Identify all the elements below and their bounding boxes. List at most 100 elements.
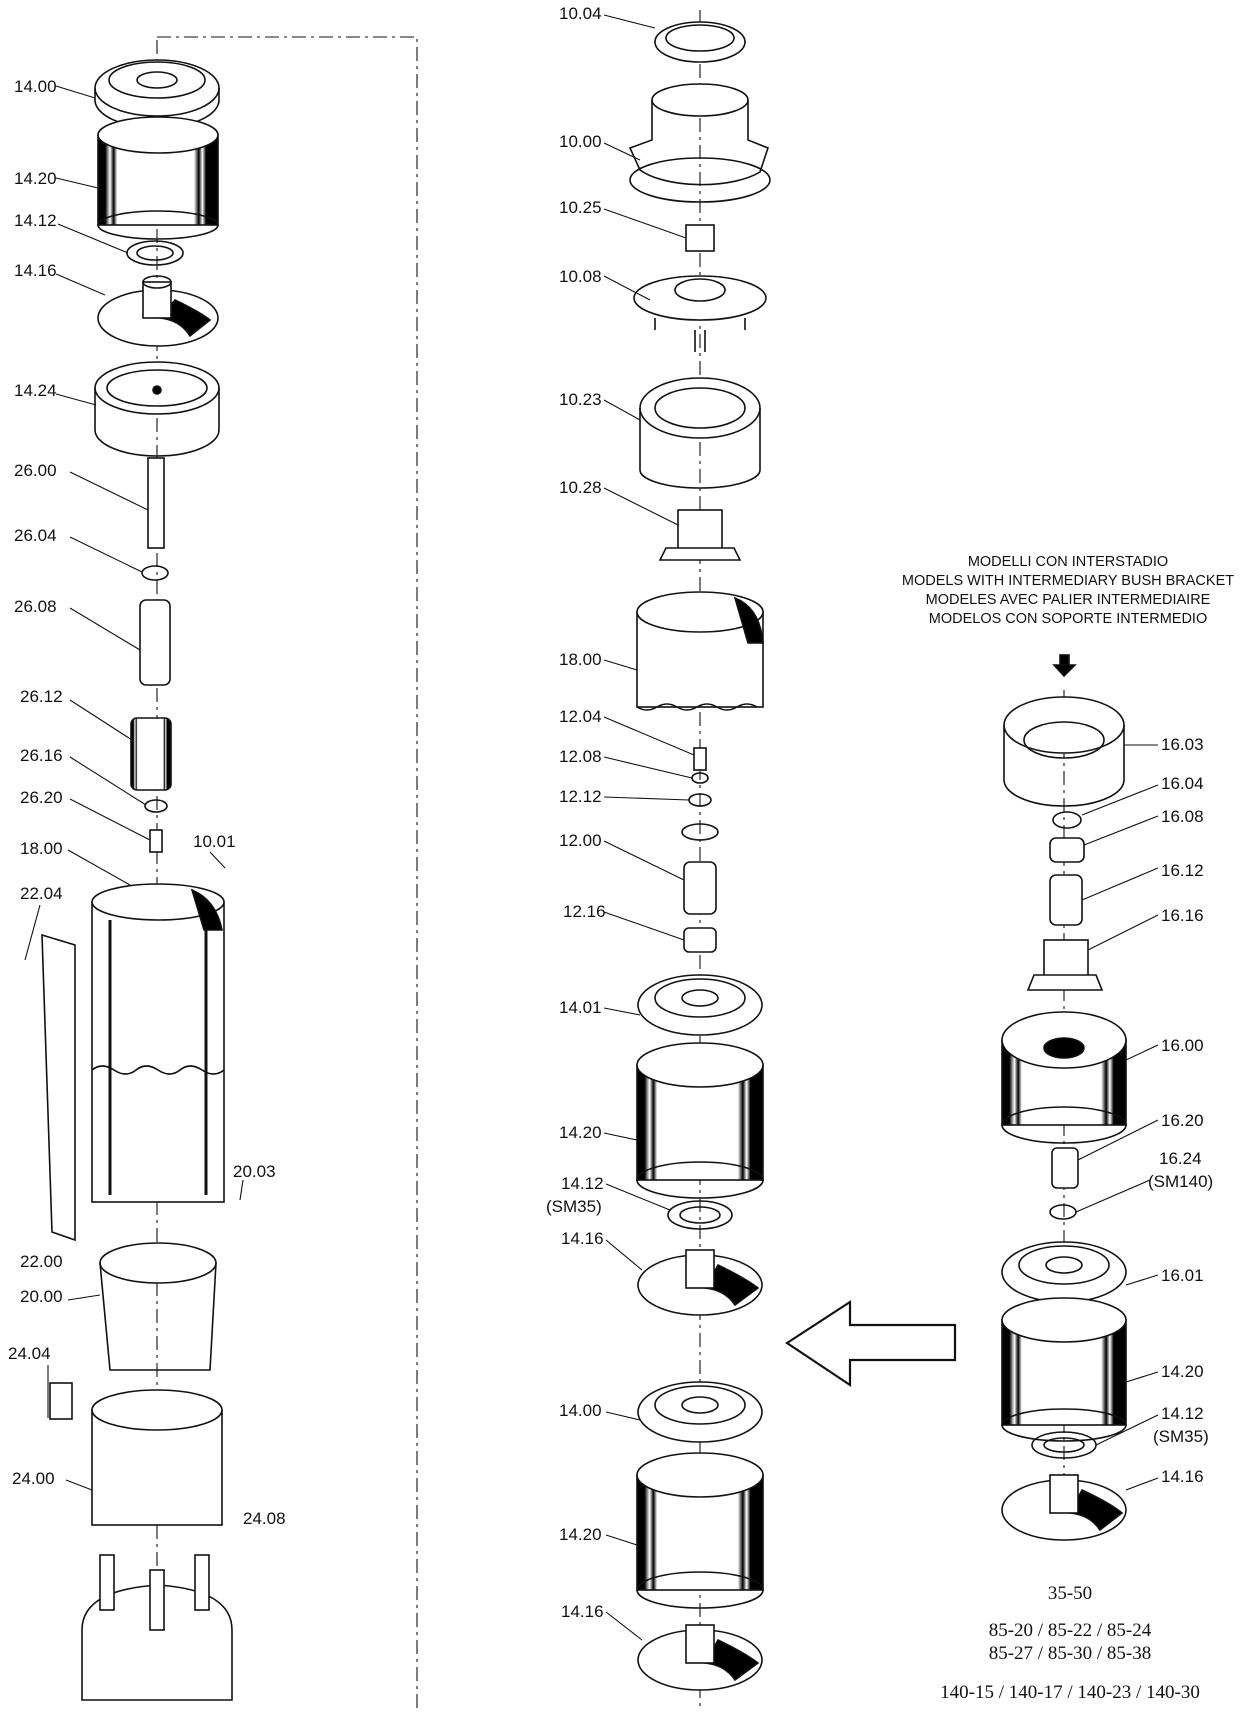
left-diffuser-14-00 [94,59,220,129]
right-bracket-16-03 [1003,696,1125,807]
left-ring-14-12 [126,240,184,266]
label-24-04: 24.04 [8,1344,51,1363]
right-bracket-16-00 [1001,1011,1127,1144]
label-16-00: 16.00 [1161,1036,1204,1055]
right-washer-16-24 [1049,1204,1077,1220]
right-impeller-14-16 [1001,1474,1127,1541]
middle-head-10-00 [628,83,771,203]
left-washer-26-04 [141,565,169,581]
header-line-en: MODELS WITH INTERMEDIARY BUSH BRACKET [901,573,1235,589]
label-10-08: 10.08 [559,267,602,286]
label-26-08: 26.08 [14,597,57,616]
middle-impeller-14-16a [637,1249,763,1316]
right-washer-16-04 [1052,811,1082,829]
middle-washer-12-00b [681,823,719,841]
label-16-12: 16.12 [1161,861,1204,880]
label-26-12: 26.12 [20,687,63,706]
label-14-16-right: 14.16 [1161,1467,1204,1486]
label-14-12: 14.12 [14,211,57,230]
model-group-3-line-1: 140-15 / 140-17 / 140-23 / 140-30 [940,1682,1200,1703]
left-motor-flange [81,1554,233,1701]
label-12-12: 12.12 [559,787,602,806]
label-sm35-right: (SM35) [1153,1427,1209,1446]
label-18-00-middle: 18.00 [559,650,602,669]
label-24-00: 24.00 [12,1469,55,1488]
label-16-24: 16.24 [1159,1149,1202,1168]
label-14-20: 14.20 [14,169,57,188]
label-18-00-left: 18.00 [20,839,63,858]
label-16-08: 16.08 [1161,807,1204,826]
left-screw-26-20 [149,829,163,853]
header-line-it: MODELLI CON INTERSTADIO [967,554,1169,570]
left-strainer-24-00 [91,1389,223,1526]
label-12-16: 12.16 [563,902,606,921]
left-arrow-icon [785,1299,957,1388]
label-22-04: 22.04 [20,884,63,903]
middle-screw-12-04 [693,747,707,771]
right-sleeve-16-20 [1051,1147,1079,1189]
left-stage-14-24 [94,361,220,457]
label-10-04: 10.04 [559,4,602,23]
label-14-20-middle-a: 14.20 [559,1123,602,1142]
middle-impeller-14-16b [637,1624,763,1691]
label-12-00: 12.00 [559,831,602,850]
middle-bush-10-28 [658,509,742,561]
label-10-01: 10.01 [193,832,236,851]
middle-casing-18-00 [636,591,764,711]
model-group-2-line-1: 85-20 / 85-22 / 85-24 [988,1620,1152,1641]
label-14-00-middle: 14.00 [559,1401,602,1420]
label-16-01: 16.01 [1161,1266,1204,1285]
right-bowl-14-20 [1001,1297,1127,1442]
left-suction-20-00 [99,1242,217,1371]
label-26-16: 26.16 [20,746,63,765]
label-12-08: 12.08 [559,747,602,766]
label-16-04: 16.04 [1161,774,1204,793]
label-14-20-middle-b: 14.20 [559,1525,602,1544]
model-list: 35-50 85-20 / 85-22 / 85-24 85-27 / 85-3… [905,1582,1235,1704]
label-26-20: 26.20 [20,788,63,807]
down-arrow-icon [1052,654,1077,678]
label-16-20: 16.20 [1161,1111,1204,1130]
left-nut-26-16 [144,799,168,813]
label-26-04: 26.04 [14,526,57,545]
label-14-01: 14.01 [559,998,602,1017]
label-10-25: 10.25 [559,198,602,217]
middle-nut-12-16 [683,927,717,953]
label-14-24: 14.24 [14,381,57,400]
left-coupling-26-12 [130,717,172,791]
right-nut-16-08 [1049,837,1085,863]
middle-valve-10-08 [633,275,767,352]
left-cable-guard-22-00 [41,933,76,1242]
label-22-00: 22.00 [20,1252,63,1271]
label-10-23: 10.23 [559,390,602,409]
left-nut-24-04 [49,1382,73,1420]
header-line-fr: MODELES AVEC PALIER INTERMEDIAIRE [925,592,1211,608]
middle-housing-10-23 [639,377,761,489]
header-line-es: MODELOS CON SOPORTE INTERMEDIO [928,611,1208,627]
left-bowl-14-20 [97,116,219,240]
middle-ring-14-12 [667,1200,733,1230]
label-14-12-right: 14.12 [1161,1404,1204,1423]
label-16-16: 16.16 [1161,906,1204,925]
label-14-20-right: 14.20 [1161,1362,1204,1381]
model-group-1: 35-50 [1047,1583,1093,1604]
left-impeller-14-16 [97,275,219,347]
label-16-03: 16.03 [1161,735,1204,754]
label-10-00: 10.00 [559,132,602,151]
label-24-08: 24.08 [243,1509,286,1528]
right-diffuser-16-01 [1001,1241,1127,1303]
middle-bowl-14-20a [636,1042,764,1199]
label-10-28: 10.28 [559,478,602,497]
middle-ring-10-04 [654,21,746,63]
right-sleeve-16-12 [1049,874,1083,926]
model-group-2-line-2: 85-27 / 85-30 / 85-38 [988,1643,1152,1664]
middle-valve-10-25 [685,224,715,252]
label-12-04: 12.04 [559,707,602,726]
middle-bowl-14-20b [636,1452,764,1609]
middle-diffuser-14-01 [637,974,763,1036]
middle-sleeve-12-00 [683,861,717,915]
label-14-00: 14.00 [14,77,57,96]
left-casing-18-00 [91,883,225,1203]
label-sm35-middle: (SM35) [546,1197,602,1216]
